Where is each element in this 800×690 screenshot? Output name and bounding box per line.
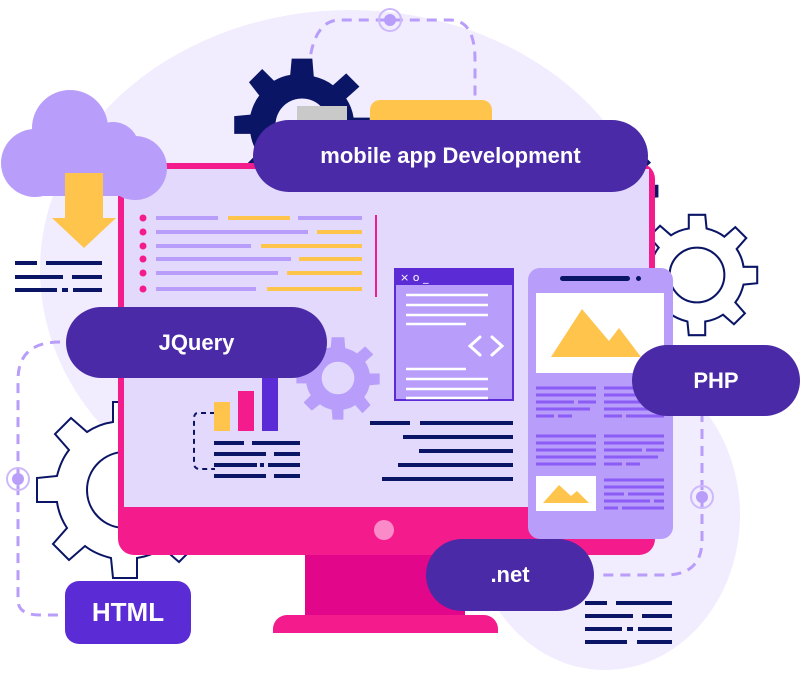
html-label: HTML	[65, 581, 191, 644]
php-label: PHP	[632, 345, 800, 416]
net-label: .net	[426, 539, 594, 611]
code-lines	[139, 214, 377, 297]
text-lines	[585, 601, 672, 644]
jquery-label: JQuery	[66, 307, 327, 378]
image-icon	[536, 476, 596, 511]
code-window-titlebar: × o _	[396, 270, 512, 285]
text-lines	[370, 421, 513, 481]
code-window: × o _	[394, 268, 514, 401]
cloud-download-icon	[0, 88, 170, 248]
bar-chart-icon	[190, 375, 305, 485]
text-lines	[15, 261, 102, 292]
phone-camera	[636, 276, 641, 281]
mobile-app-development-label: mobile app Development	[253, 120, 648, 192]
monitor-base	[273, 615, 498, 633]
code-brackets-icon	[467, 335, 505, 357]
phone-speaker	[560, 276, 630, 281]
monitor-power-button[interactable]	[374, 520, 394, 540]
